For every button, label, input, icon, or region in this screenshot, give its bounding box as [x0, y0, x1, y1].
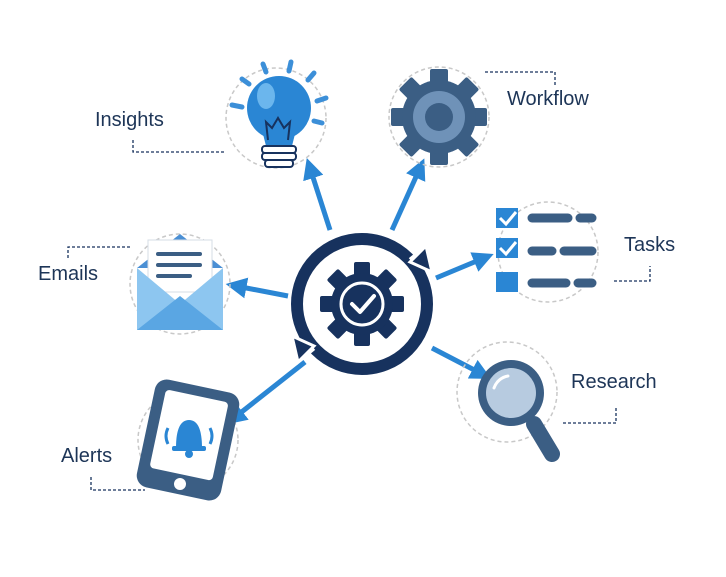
- checklist-icon: [496, 201, 599, 303]
- label-emails: Emails: [38, 263, 99, 285]
- gear-icon: [388, 66, 490, 168]
- connector-arrows: [225, 158, 494, 425]
- label-research: Research: [571, 371, 657, 393]
- leader-tasks: [614, 266, 651, 282]
- envelope-icon: [129, 233, 231, 335]
- leader-emails: [67, 246, 132, 258]
- phone-bell-icon: [136, 379, 240, 501]
- arrow-to-workflow: [389, 158, 426, 232]
- arrow-to-emails: [225, 277, 289, 299]
- magnifier-icon: [456, 341, 560, 462]
- label-workflow: Workflow: [507, 88, 589, 110]
- arrow-to-insights: [303, 158, 333, 231]
- leader-workflow: [485, 71, 556, 86]
- label-tasks: Tasks: [624, 234, 676, 256]
- lightbulb-icon: [225, 59, 329, 169]
- leader-alerts: [90, 477, 145, 491]
- hub-gear-check-icon: [289, 233, 435, 375]
- arrow-to-alerts: [225, 360, 307, 425]
- arrow-to-research: [430, 345, 492, 379]
- leader-insights: [132, 140, 226, 153]
- arrow-to-tasks: [435, 252, 494, 281]
- label-insights: Insights: [95, 109, 164, 131]
- label-alerts: Alerts: [61, 445, 113, 467]
- leader-research: [563, 408, 617, 424]
- label-leaders: [67, 71, 651, 491]
